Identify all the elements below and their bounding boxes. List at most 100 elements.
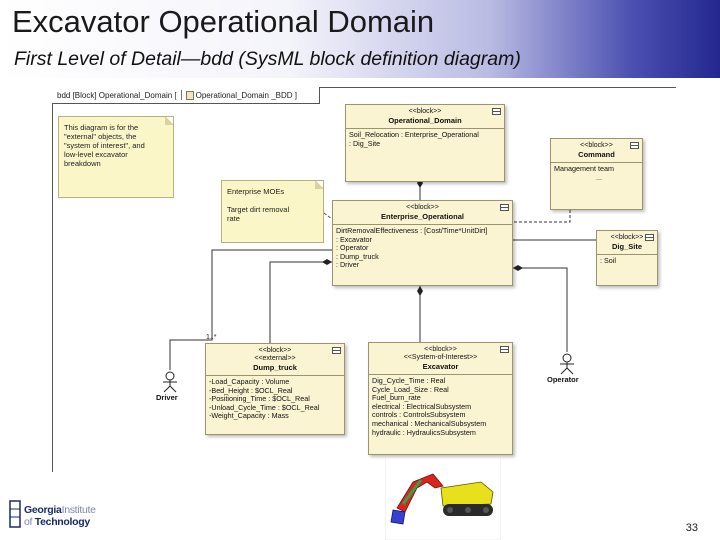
block-icon <box>500 204 509 211</box>
block-enterprise-operational[interactable]: <<block>> Enterprise_Operational DirtRem… <box>332 200 513 286</box>
block-name: Dump_truck <box>253 363 297 372</box>
block-stereotype: <<System-of-Interest>> <box>403 354 478 361</box>
note-line: Enterprise MOEs <box>227 187 285 196</box>
block-name: Excavator <box>422 362 459 371</box>
note-line: "external" objects, the <box>64 132 137 141</box>
logo-text: of <box>24 516 35 528</box>
diagram-frame <box>52 87 676 472</box>
block-stereotype: <<block>> <box>408 108 442 115</box>
block-stereotype: <<block>> <box>406 204 439 211</box>
block-stereotype: <<external>> <box>254 355 296 362</box>
note-anchor <box>323 212 333 220</box>
block-name: Dig_Site <box>611 242 642 251</box>
link-command <box>513 210 571 223</box>
operator-actor-icon <box>560 353 574 375</box>
block-attribute: DirtRemovalEffectiveness : [Cost/Time*Un… <box>336 226 488 235</box>
driver-actor-icon <box>163 371 177 393</box>
block-attribute: Soil_Relocation : Enterprise_Operational <box>349 130 479 139</box>
excavator-illustration <box>385 458 501 540</box>
block-header: <<block>> <<System-of-Interest>> Excavat… <box>369 343 512 375</box>
block-name: Enterprise_Operational <box>381 212 464 221</box>
slide-title: Excavator Operational Domain <box>12 4 435 39</box>
note-line: Target dirt removal <box>227 205 290 214</box>
frame-diagram-tab: Operational_Domain _BDD ] <box>195 91 298 100</box>
block-attribute: ... <box>596 172 602 182</box>
composition-diamond <box>417 286 423 296</box>
block-attributes: DirtRemovalEffectiveness : [Cost/Time*Un… <box>333 225 512 272</box>
block-name: Operational_Domain <box>388 116 462 125</box>
block-attribute: -Load_Capacity : Volume <box>209 377 290 386</box>
block-attribute: : Driver <box>336 260 360 270</box>
block-header: <<block>> Operational_Domain <box>346 105 504 129</box>
composition-diamond <box>322 259 332 265</box>
block-icon <box>332 347 341 354</box>
note-line: This diagram is for the <box>64 123 139 132</box>
block-attribute: hydraulic : HydraulicsSubsystem <box>372 427 476 437</box>
block-excavator[interactable]: <<block>> <<System-of-Interest>> Excavat… <box>368 342 513 455</box>
block-icon <box>492 108 501 115</box>
block-name: Command <box>578 150 615 159</box>
operator-actor-label: Operator <box>547 375 579 384</box>
block-attribute: mechanical : MechanicalSubsystem <box>372 418 487 428</box>
block-attribute: Cycle_Load_Size : Real <box>372 384 449 394</box>
moe-note: Enterprise MOEs Target dirt removal rate <box>221 180 324 243</box>
description-note: This diagram is for the "external" objec… <box>58 116 174 198</box>
driver-actor-label: Driver <box>156 393 178 402</box>
block-attribute: -Unload_Cycle_Time : $OCL_Real <box>209 402 320 412</box>
block-attribute: electrical : ElectricalSubsystem <box>372 401 472 411</box>
block-attributes: Management team ... <box>551 163 642 184</box>
block-attribute: -Positioning_Time : $OCL_Real <box>209 394 310 404</box>
block-icon <box>630 142 639 149</box>
block-attribute: Fuel_burn_rate <box>372 393 421 403</box>
note-line: "system of interest", and <box>64 141 145 150</box>
block-command[interactable]: <<block>> Command Management team ... <box>550 138 643 210</box>
title-banner <box>0 0 720 78</box>
logo-line-2: of Technology <box>24 516 90 528</box>
block-dig-site[interactable]: <<block>> Dig_Site : Soil <box>596 230 658 286</box>
link-operator <box>513 267 568 352</box>
block-stereotype: <<block>> <box>258 347 292 354</box>
logo-line-1: GeorgiaInstitute <box>24 504 96 516</box>
block-attribute: : Soil <box>600 256 616 265</box>
block-stereotype: <<block>> <box>610 234 644 241</box>
block-icon <box>500 346 509 353</box>
link-driver <box>169 249 332 370</box>
diagram-frame-tab: bdd [Block] Operational_Domain [ Operatio… <box>52 87 320 104</box>
page-number: 33 <box>685 522 698 534</box>
block-dump-truck[interactable]: <<block>> <<external>> Dump_truck -Load_… <box>205 343 345 435</box>
block-header: <<block>> <<external>> Dump_truck <box>206 344 344 376</box>
block-attribute: controls : ControlsSubsystem <box>372 410 466 420</box>
block-attribute: -Bed_Height : $OCL_Real <box>209 385 293 395</box>
diagram-icon <box>185 91 194 100</box>
block-header: <<block>> Dig_Site <box>597 231 657 255</box>
georgia-tech-logo: GeorgiaInstitute of Technology <box>8 497 123 531</box>
block-attributes: Dig_Cycle_Time : Real Cycle_Load_Size : … <box>369 375 512 439</box>
block-header: <<block>> Command <box>551 139 642 163</box>
multiplicity-label: 1..* <box>206 334 217 341</box>
frame-label: bdd [Block] Operational_Domain [ <box>57 91 177 100</box>
block-attributes: Soil_Relocation : Enterprise_Operational… <box>346 129 504 150</box>
note-line <box>227 196 318 205</box>
block-attribute: : Operator <box>336 243 369 253</box>
logo-text: Institute <box>61 504 96 516</box>
block-attribute: : Dig_Site <box>349 138 381 148</box>
block-stereotype: <<block>> <box>580 142 613 149</box>
block-attributes: -Load_Capacity : Volume -Bed_Height : $O… <box>206 376 344 423</box>
block-operational-domain[interactable]: <<block>> Operational_Domain Soil_Reloca… <box>345 104 505 182</box>
block-attributes: : Soil <box>597 255 657 268</box>
block-attribute: -Weight_Capacity : Mass <box>209 411 289 421</box>
block-attribute: Dig_Cycle_Time : Real <box>372 376 446 385</box>
logo-mark-icon <box>9 500 21 528</box>
block-header: <<block>> Enterprise_Operational <box>333 201 512 225</box>
note-line: rate <box>227 214 240 223</box>
link-dump-truck <box>269 261 332 343</box>
block-icon <box>645 234 654 241</box>
block-attribute: Management team <box>554 164 614 173</box>
logo-text: Georgia <box>24 504 62 516</box>
note-line: breakdown <box>64 159 101 168</box>
tab-separator <box>180 90 182 100</box>
slide-subtitle: First Level of Detail—bdd (SysML block d… <box>14 48 521 70</box>
composition-diamond <box>513 265 523 271</box>
note-line: low-level excavator <box>64 150 128 159</box>
